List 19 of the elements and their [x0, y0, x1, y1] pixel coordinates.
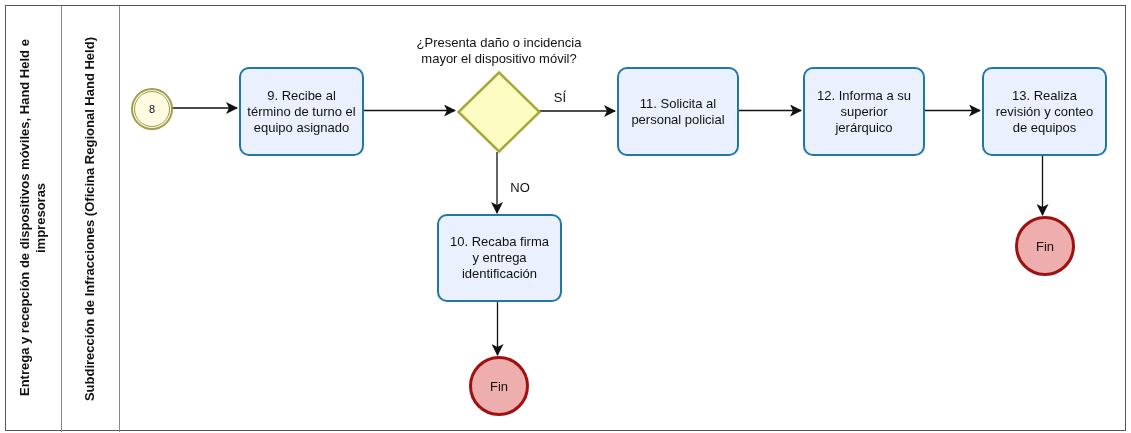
task-box: 13. Realiza revisión y conteo de equipos [982, 67, 1107, 156]
arrow [491, 151, 503, 214]
intermediate-event-circle: 8 [132, 89, 172, 129]
arrow [922, 104, 981, 117]
task-box: 9. Recibe al término de turno el equipo asignado [239, 67, 364, 156]
arrow [491, 300, 504, 356]
task-box: 10. Recaba firma y entrega identificación [437, 214, 562, 302]
task-box: 11. Solicita al personal policial [617, 67, 739, 156]
arrow [736, 104, 802, 117]
lane-title: Subdirección de Infracciones (Oficina Regional Hand Held) [82, 36, 99, 402]
arrow [1036, 154, 1049, 216]
end-event-circle: Fin [469, 356, 529, 416]
decision-question: ¿Presenta daño o incidencia mayor el dispositivo móvil? [415, 35, 583, 67]
edge-label: SÍ [551, 89, 569, 105]
arrow [538, 105, 616, 117]
task-box: 12. Informa a su superior jerárquico [803, 67, 925, 156]
arrow [361, 104, 456, 117]
end-event-circle: Fin [1015, 216, 1075, 276]
pool-title: Entrega y recepción de dispositivos móviles, Hand Held e impresoras [17, 38, 50, 399]
